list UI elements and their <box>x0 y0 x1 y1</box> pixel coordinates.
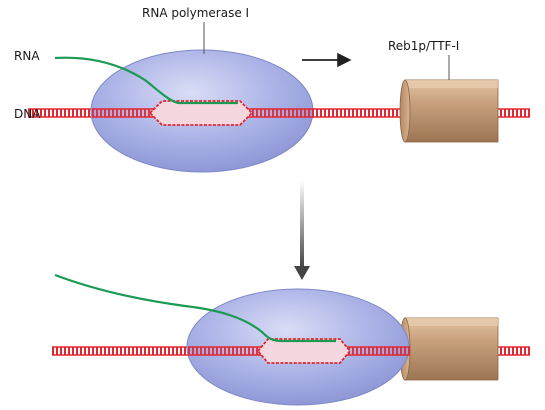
terminator-protein-bottom <box>399 317 499 381</box>
transition-arrow <box>294 180 310 280</box>
terminator-protein-top <box>399 79 499 143</box>
rna-label: RNA <box>14 49 40 63</box>
bottom-panel <box>52 273 530 406</box>
rna-strand-bottom <box>54 273 336 343</box>
transcription-bubble-bottom <box>256 338 352 364</box>
terminator-label: Reb1p/TTF-I <box>388 39 460 53</box>
dna-label: DNA <box>14 107 41 121</box>
top-panel <box>28 22 530 173</box>
rna-strand-top <box>54 56 238 105</box>
rna-polymerase-label: RNA polymerase I <box>142 6 250 20</box>
transcription-bubble-top <box>148 100 254 126</box>
